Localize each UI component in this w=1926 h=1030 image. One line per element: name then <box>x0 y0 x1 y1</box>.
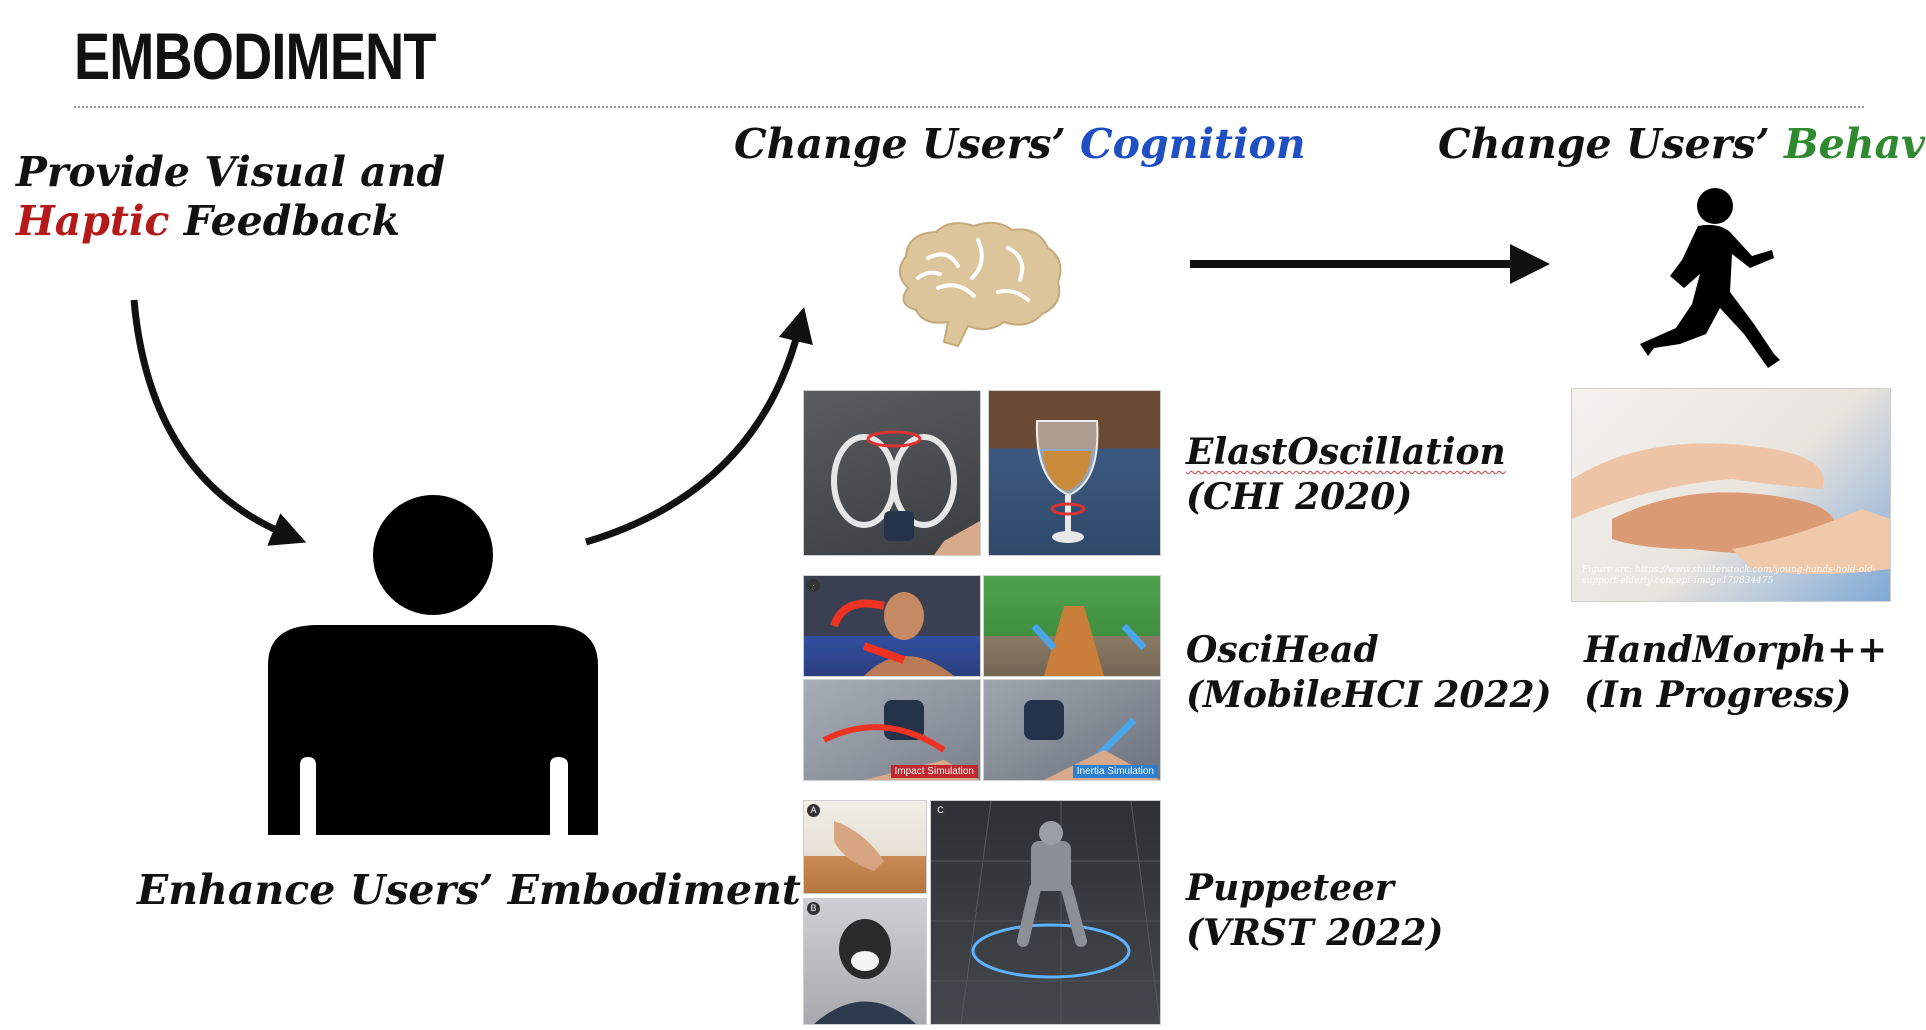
embodiment-caption: Enhance Users’ Embodiment <box>137 866 801 914</box>
project-venue: (VRST 2022) <box>1186 912 1444 954</box>
oscihead-photo-impact: Impact Simulation <box>803 679 981 781</box>
device-illustration <box>831 430 980 555</box>
behavior-heading: Change Users’ Behavior <box>1438 120 1926 169</box>
elastoscillation-photo-device <box>803 390 981 556</box>
brain-icon <box>899 221 1062 348</box>
project-oscihead: OsciHead (MobileHCI 2022) <box>1186 628 1552 718</box>
behavior-word: Behavior <box>1784 120 1926 168</box>
wine-glass-illustration <box>1035 420 1099 543</box>
project-handmorph: HandMorph++ (In Progress) <box>1584 628 1887 718</box>
oscihead-photo-inertia: Inertia Simulation <box>983 679 1161 781</box>
project-venue: (MobileHCI 2022) <box>1186 674 1552 716</box>
puppeteer-photo-a: A <box>803 800 927 894</box>
project-puppeteer: Puppeteer (VRST 2022) <box>1186 866 1443 956</box>
page-title: EMBODIMENT <box>74 19 436 93</box>
elastoscillation-photo-glass <box>988 390 1161 556</box>
robot-illustration <box>931 801 1160 1024</box>
provide-line1: Provide Visual and <box>16 148 446 196</box>
oscihead-photo-boxer: · <box>803 575 981 677</box>
tag: · <box>807 579 820 592</box>
person-icon <box>268 495 598 835</box>
running-child-icon <box>1640 188 1780 368</box>
handmorph-photo: Figure src: https://www.shutterstock.com… <box>1571 388 1891 602</box>
cognition-word: Cognition <box>1080 120 1306 168</box>
curved-arrow-icon <box>584 306 813 546</box>
puppeteer-photo-b: B <box>803 898 927 1025</box>
tag-b: B <box>807 902 820 915</box>
haptic-word: Haptic <box>16 197 170 246</box>
provide-feedback-caption: Provide Visual and Haptic Feedback <box>16 148 445 246</box>
curved-arrow-icon <box>130 299 307 546</box>
project-venue: (CHI 2020) <box>1186 476 1413 518</box>
project-name: OsciHead <box>1186 629 1379 671</box>
image-credit: Figure src: https://www.shutterstock.com… <box>1582 565 1876 587</box>
puppeteer-photo-c: C <box>930 800 1161 1025</box>
feedback-word: Feedback <box>183 197 401 246</box>
cognition-heading: Change Users’ Cognition <box>734 120 1306 169</box>
behavior-prefix: Change Users’ <box>1438 120 1770 168</box>
oscihead-photo-bridge <box>983 575 1161 677</box>
bridge-illustration <box>1031 606 1147 676</box>
tag-c: C <box>934 804 947 817</box>
project-name: HandMorph++ <box>1584 629 1888 671</box>
impact-simulation-label: Impact Simulation <box>890 765 978 778</box>
tag-a: A <box>807 804 820 817</box>
hands-illustration <box>1572 443 1890 574</box>
provide-line2: Haptic Feedback <box>16 197 445 246</box>
title-divider <box>74 106 1864 108</box>
inertia-simulation-label: Inertia Simulation <box>1072 765 1158 778</box>
project-venue: (In Progress) <box>1584 674 1852 716</box>
boxer-illustration <box>830 592 954 676</box>
person-mask-illustration <box>814 919 916 1024</box>
project-elastoscillation: ElastOscillation (CHI 2020) <box>1186 430 1506 520</box>
hand-illustration <box>834 821 884 871</box>
project-name: Puppeteer <box>1186 867 1394 909</box>
cognition-prefix: Change Users’ <box>734 120 1066 168</box>
project-name: ElastOscillation <box>1186 431 1506 473</box>
